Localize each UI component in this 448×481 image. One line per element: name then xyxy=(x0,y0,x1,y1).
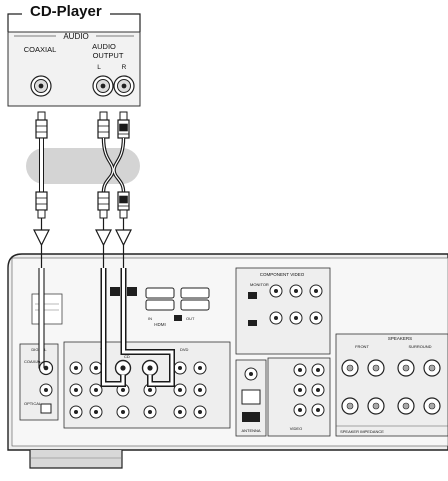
audio-out-left-jack xyxy=(92,75,114,97)
speakers-label: SPEAKERS xyxy=(388,336,412,341)
cd-player: CD-Player AUDIO COAXIAL AUDIO OUTPUT L R xyxy=(7,3,141,107)
digital-optical-label: OPTICAL xyxy=(24,401,42,406)
right-channel-label: R xyxy=(122,64,127,71)
digital-coaxial-label: COAXIAL xyxy=(24,359,42,364)
coaxial-route xyxy=(38,245,45,369)
stereo-audio-cable xyxy=(95,111,132,247)
av-receiver: HDMI IN OUT COMPONENT VIDEO MONITOR xyxy=(7,253,448,469)
digital-input-block: DIGITAL COAXIAL OPTICAL xyxy=(19,343,59,421)
antenna-block: ANTENNA xyxy=(235,359,267,437)
coaxial-cable xyxy=(33,111,50,247)
component-video-block: COMPONENT VIDEO MONITOR xyxy=(235,267,331,355)
video-block: VIDEO xyxy=(267,357,331,437)
black-label-1 xyxy=(110,287,120,296)
front-label: FRONT xyxy=(355,344,369,349)
audio-output-label-1: AUDIO xyxy=(92,42,116,51)
cd-player-title: CD-Player xyxy=(30,3,102,20)
speaker-impedance-label: SPEAKER IMPEDANCE xyxy=(340,429,384,434)
component-video-label: COMPONENT VIDEO xyxy=(260,272,305,277)
audio-output-label-2: OUTPUT xyxy=(93,51,124,60)
stereo-route xyxy=(100,245,175,387)
audio-out-right-jack xyxy=(113,75,135,97)
hdmi-ports: HDMI IN OUT xyxy=(145,287,210,327)
coaxial-jack xyxy=(30,75,52,97)
surround-label: SURROUND xyxy=(408,344,431,349)
audio-section-label: AUDIO xyxy=(63,32,88,41)
receiver-foot xyxy=(29,450,123,469)
cd-label: CD xyxy=(124,354,130,359)
coaxial-label: COAXIAL xyxy=(24,45,57,54)
antenna-label: ANTENNA xyxy=(241,428,260,433)
monitor-label: MONITOR xyxy=(250,282,269,287)
cd-player-outline xyxy=(7,13,141,32)
hdmi-label: HDMI xyxy=(154,322,166,327)
dvd-label: DVD xyxy=(180,347,189,352)
left-channel-label: L xyxy=(97,64,101,71)
hdmi-in-label: IN xyxy=(148,316,152,321)
hdmi-out-label: OUT xyxy=(186,316,195,321)
video-label: VIDEO xyxy=(290,426,302,431)
vent-panel xyxy=(31,293,63,325)
black-label-2 xyxy=(127,287,137,296)
speaker-terminals: SPEAKERS FRONT SURROUND SPEAKER IMPEDANC… xyxy=(335,333,448,437)
